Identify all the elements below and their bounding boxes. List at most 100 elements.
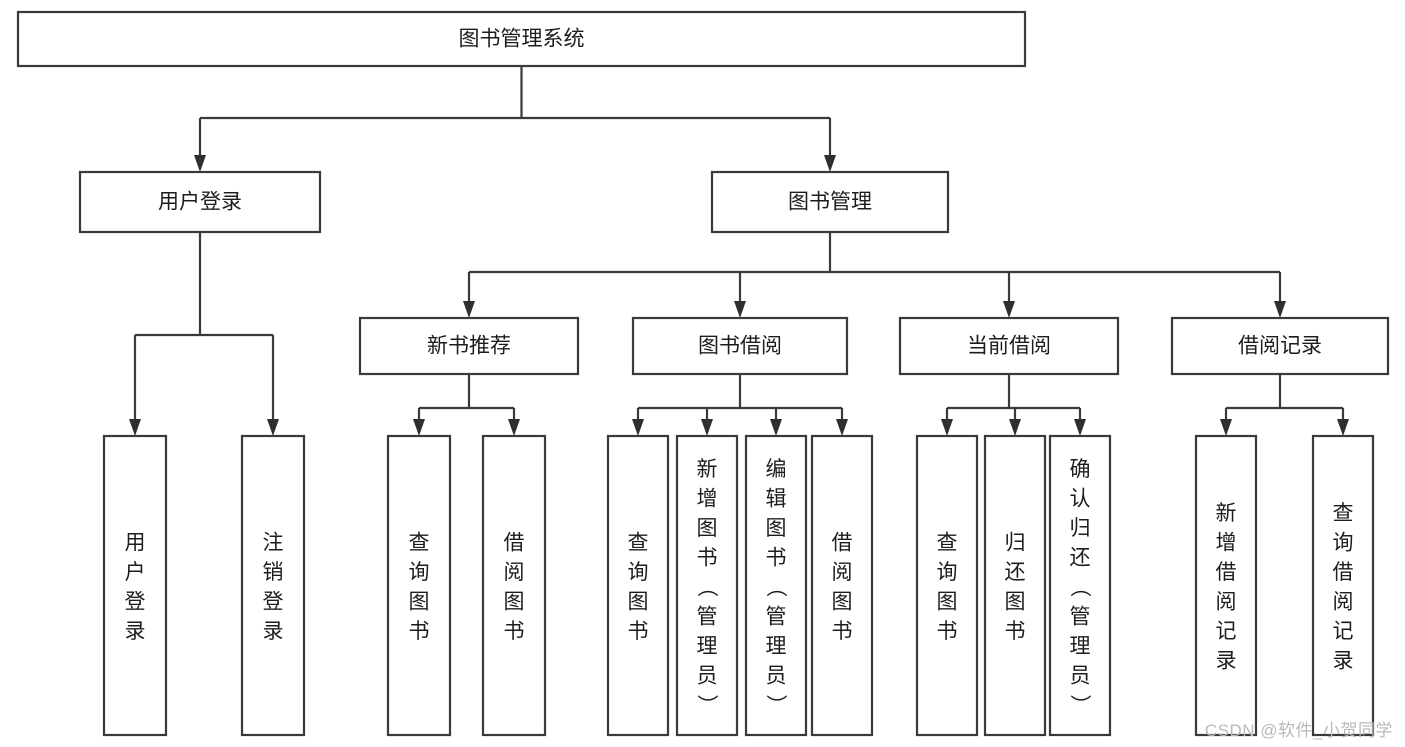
node-label-char: 借 xyxy=(832,532,853,555)
csdn-watermark: CSDN @软件_小贺同学 xyxy=(1204,721,1393,740)
connector-layer xyxy=(129,66,1349,436)
node-box[interactable] xyxy=(481,434,547,737)
node-label-char: 登 xyxy=(125,591,146,614)
node-l2-0[interactable]: 用户登录 xyxy=(78,170,322,234)
node-label-char: 询 xyxy=(628,561,649,584)
node-box[interactable] xyxy=(358,316,580,376)
connector-group-root xyxy=(194,66,836,172)
node-l2-1[interactable]: 图书管理 xyxy=(710,170,950,234)
connector-group-l3-2 xyxy=(941,374,1086,436)
node-label-char: 辑 xyxy=(766,487,787,510)
node-box[interactable] xyxy=(78,170,322,234)
connector-group-l3-1 xyxy=(632,374,848,436)
node-label: 借阅记录 xyxy=(1238,335,1322,358)
node-label: 新书推荐 xyxy=(427,335,511,358)
node-box[interactable] xyxy=(631,316,849,376)
node-l3-3[interactable]: 借阅记录 xyxy=(1170,316,1390,376)
arrow-head-icon xyxy=(463,301,475,318)
arrow-head-icon xyxy=(1274,301,1286,318)
node-label-char: 书 xyxy=(409,620,430,643)
node-label-char: 查 xyxy=(409,532,430,555)
arrow-head-icon xyxy=(824,155,836,172)
node-box[interactable] xyxy=(16,10,1027,68)
node-label-char: 认 xyxy=(1070,487,1091,510)
arrow-head-icon xyxy=(1009,419,1021,436)
arrow-head-icon xyxy=(1337,419,1349,436)
node-box[interactable] xyxy=(915,434,979,737)
node-box[interactable] xyxy=(606,434,670,737)
arrow-head-icon xyxy=(632,419,644,436)
node-leaf-0-0[interactable]: 用户登录 xyxy=(102,434,168,737)
node-label-char: 管 xyxy=(1070,605,1091,628)
arrow-head-icon xyxy=(1003,301,1015,318)
arrow-head-icon xyxy=(508,419,520,436)
node-label-char: 注 xyxy=(263,532,284,555)
connector-group-l3-0 xyxy=(413,374,520,436)
node-label-char: 查 xyxy=(937,532,958,555)
node-label: 图书借阅 xyxy=(698,335,782,358)
arrow-head-icon xyxy=(1074,419,1086,436)
arrow-head-icon xyxy=(770,419,782,436)
node-label-char: 记 xyxy=(1333,620,1354,643)
node-l3-1[interactable]: 图书借阅 xyxy=(631,316,849,376)
node-label-char: 询 xyxy=(937,561,958,584)
node-label-char: 管 xyxy=(697,605,718,628)
node-label-char: （ xyxy=(1068,576,1091,597)
node-label-char: 图 xyxy=(628,591,649,614)
node-box[interactable] xyxy=(386,434,452,737)
node-box[interactable] xyxy=(1311,434,1375,737)
node-label-char: 新 xyxy=(1216,502,1237,525)
node-label-char: 查 xyxy=(1333,502,1354,525)
node-label-char: 录 xyxy=(125,620,146,643)
node-label-char: 记 xyxy=(1216,620,1237,643)
node-box[interactable] xyxy=(810,434,874,737)
node-box[interactable] xyxy=(675,434,739,737)
node-label-char: 阅 xyxy=(832,561,853,584)
node-box[interactable] xyxy=(1170,316,1390,376)
node-label-char: 询 xyxy=(1333,532,1354,555)
node-box[interactable] xyxy=(102,434,168,737)
node-label: 图书管理系统 xyxy=(459,28,585,51)
node-box[interactable] xyxy=(1048,434,1112,737)
connector-group-l2-0 xyxy=(129,232,279,436)
node-box[interactable] xyxy=(898,316,1120,376)
node-label: 用户登录 xyxy=(158,191,242,214)
arrow-head-icon xyxy=(194,155,206,172)
node-label-char: 图 xyxy=(766,517,787,540)
node-label-char: （ xyxy=(695,576,718,597)
node-label-char: 还 xyxy=(1005,561,1026,584)
arrow-head-icon xyxy=(836,419,848,436)
node-l3-2[interactable]: 当前借阅 xyxy=(898,316,1120,376)
node-box[interactable] xyxy=(1194,434,1258,737)
node-label-char: 用 xyxy=(125,532,146,555)
node-l3-0[interactable]: 新书推荐 xyxy=(358,316,580,376)
node-box[interactable] xyxy=(744,434,808,737)
node-box[interactable] xyxy=(240,434,306,737)
node-root[interactable]: 图书管理系统 xyxy=(16,10,1027,68)
arrow-head-icon xyxy=(267,419,279,436)
node-label: 图书管理 xyxy=(788,191,872,214)
node-label-char: 图 xyxy=(504,591,525,614)
node-box[interactable] xyxy=(983,434,1047,737)
node-layer: 图书管理系统用户登录图书管理新书推荐图书借阅当前借阅借阅记录用户登录注销登录查询… xyxy=(16,10,1390,737)
node-box[interactable] xyxy=(710,170,950,234)
node-label-char: 理 xyxy=(697,635,718,658)
node-label-char: 员 xyxy=(697,664,718,687)
node-label-char: 图 xyxy=(937,591,958,614)
node-label-char: 书 xyxy=(504,620,525,643)
node-label-char: 理 xyxy=(766,635,787,658)
node-label-char: ） xyxy=(764,694,787,715)
